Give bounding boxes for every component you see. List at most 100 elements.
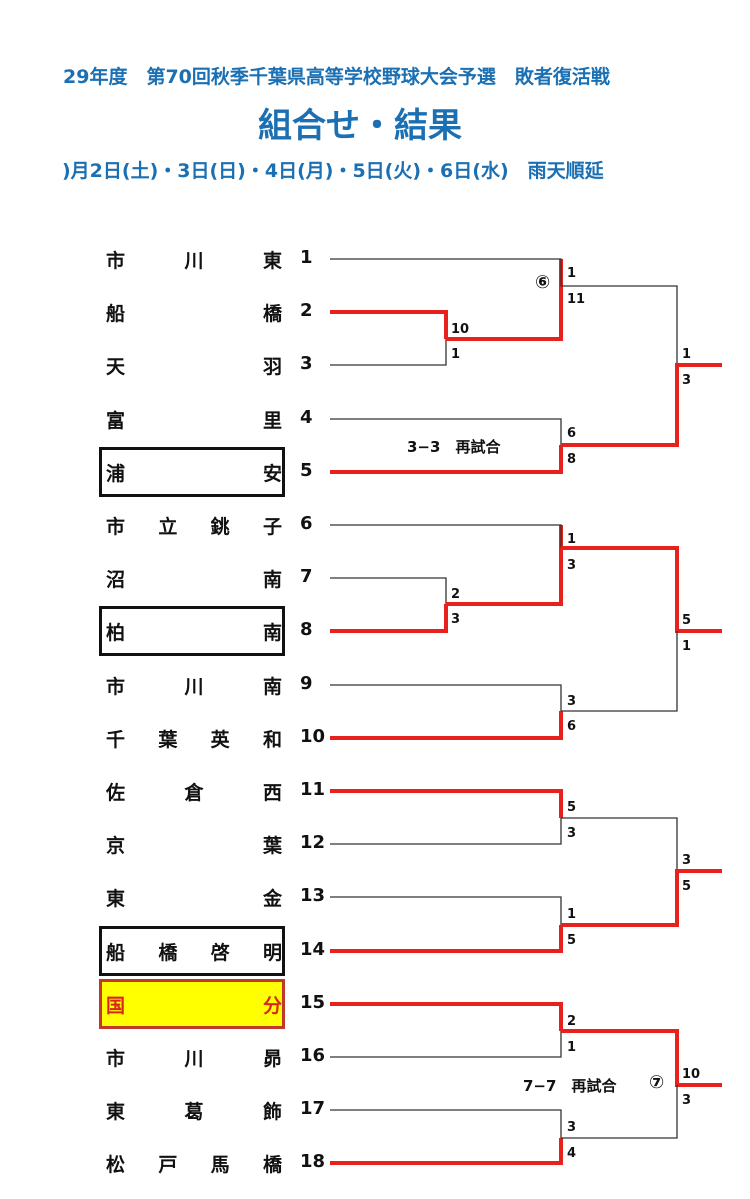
score-label: 11 [567, 292, 586, 307]
team-name: 富里 [106, 399, 282, 439]
winner-line [330, 445, 563, 474]
team-name-char: 葉 [158, 728, 178, 751]
score-label: 6 [567, 426, 577, 441]
team-name-char: 船 [106, 302, 126, 325]
loser-line [330, 524, 562, 548]
team-name-char: 葉 [262, 834, 282, 857]
team-name: 柏南 [106, 611, 282, 651]
team-name-char: 橋 [262, 302, 282, 325]
team-name-char: 柏 [106, 621, 126, 644]
team-name-char: 橋 [262, 1153, 282, 1176]
team-name-char: 和 [262, 728, 282, 751]
team-name: 東葛飾 [106, 1090, 282, 1130]
team-name-char: 京 [106, 834, 126, 857]
score-label: 1 [682, 347, 692, 362]
team-name-char: 昴 [262, 1047, 282, 1070]
team-name-char: 天 [106, 355, 126, 378]
loser-line [330, 1031, 562, 1058]
seed-number: 6 [300, 513, 313, 534]
team-name-char: 南 [262, 568, 282, 591]
winner-line [561, 1029, 722, 1087]
team-name-char: 分 [262, 994, 282, 1017]
team-name: 市川南 [106, 665, 282, 705]
team-highlight-box [99, 606, 285, 656]
team-name-char: 橋 [158, 941, 178, 964]
loser-line [330, 577, 447, 604]
team-name: 松戸馬橋 [106, 1143, 282, 1183]
score-label: 1 [567, 1040, 577, 1055]
score-label: 5 [567, 933, 577, 948]
score-label: 5 [567, 800, 577, 815]
team-name: 東金 [106, 877, 282, 917]
team-name: 浦安 [106, 452, 282, 492]
team-name-char: 千 [106, 728, 126, 751]
replay-note-2: 7−7 再試合 [523, 1077, 617, 1095]
winner-line [330, 925, 563, 953]
team-name-char: 東 [262, 249, 282, 272]
team-name-char: 明 [262, 941, 282, 964]
match-number-7: ⑦ [649, 1072, 665, 1093]
team-name-char: 松 [106, 1153, 126, 1176]
seed-number: 7 [300, 566, 313, 587]
winner-line [330, 310, 448, 339]
replay-note-1: 3−3 再試合 [407, 438, 501, 456]
seed-number: 10 [300, 726, 326, 747]
score-label: 5 [682, 879, 692, 894]
winner-line [330, 1138, 563, 1165]
match-number-6: ⑥ [535, 272, 551, 293]
schedule-dates: )月2日(土)・3日(日)・4日(月)・5日(火)・6日(水) 雨天順延 [62, 160, 604, 182]
team-name-char: 倉 [184, 781, 204, 804]
team-highlight-box [99, 979, 285, 1029]
loser-line [330, 818, 562, 845]
team-name-char: 富 [106, 409, 126, 432]
tournament-subtitle: 29年度 第70回秋季千葉県高等学校野球大会予選 敗者復活戦 [63, 66, 610, 88]
loser-line [561, 817, 678, 871]
seed-number: 12 [300, 832, 326, 853]
team-highlight-box [99, 926, 285, 976]
score-label: 1 [682, 639, 692, 654]
score-label: 8 [567, 452, 577, 467]
team-name: 佐倉西 [106, 771, 282, 811]
team-name: 船橋啓明 [106, 931, 282, 971]
seed-number: 4 [300, 407, 313, 428]
team-name-char: 南 [262, 675, 282, 698]
score-label: 1 [567, 532, 577, 547]
page-title: 組合せ・結果 [258, 106, 462, 146]
team-name-char: 市 [106, 675, 126, 698]
team-name: 市川昴 [106, 1037, 282, 1077]
seed-number: 5 [300, 460, 313, 481]
score-label: 5 [682, 613, 692, 628]
loser-line [330, 896, 562, 925]
winner-line [561, 363, 722, 447]
score-label: 3 [682, 853, 692, 868]
team-name: 沼南 [106, 558, 282, 598]
team-name-char: 金 [262, 887, 282, 910]
seed-number: 17 [300, 1098, 326, 1119]
team-name-char: 市 [106, 515, 126, 538]
team-name: 船橋 [106, 292, 282, 332]
score-label: 10 [682, 1067, 701, 1082]
score-label: 1 [451, 347, 461, 362]
loser-line [330, 1109, 562, 1138]
score-label: 1 [567, 907, 577, 922]
score-label: 1 [567, 266, 577, 281]
team-name-char: 飾 [262, 1100, 282, 1123]
loser-line [330, 258, 562, 286]
team-name-char: 里 [262, 409, 282, 432]
winner-line [330, 604, 448, 633]
loser-line [330, 339, 447, 366]
team-name-char: 沼 [106, 568, 126, 591]
winner-line [330, 789, 563, 818]
team-name: 千葉英和 [106, 718, 282, 758]
score-label: 3 [567, 694, 577, 709]
team-name-char: 東 [106, 1100, 126, 1123]
seed-number: 1 [300, 247, 313, 268]
team-name-char: 川 [184, 1047, 204, 1070]
team-name-char: 西 [262, 781, 282, 804]
team-name: 国分 [106, 984, 282, 1024]
team-name-char: 佐 [106, 781, 126, 804]
team-name-char: 国 [106, 994, 126, 1017]
team-name-char: 啓 [210, 941, 230, 964]
score-label: 3 [567, 826, 577, 841]
team-name: 京葉 [106, 824, 282, 864]
